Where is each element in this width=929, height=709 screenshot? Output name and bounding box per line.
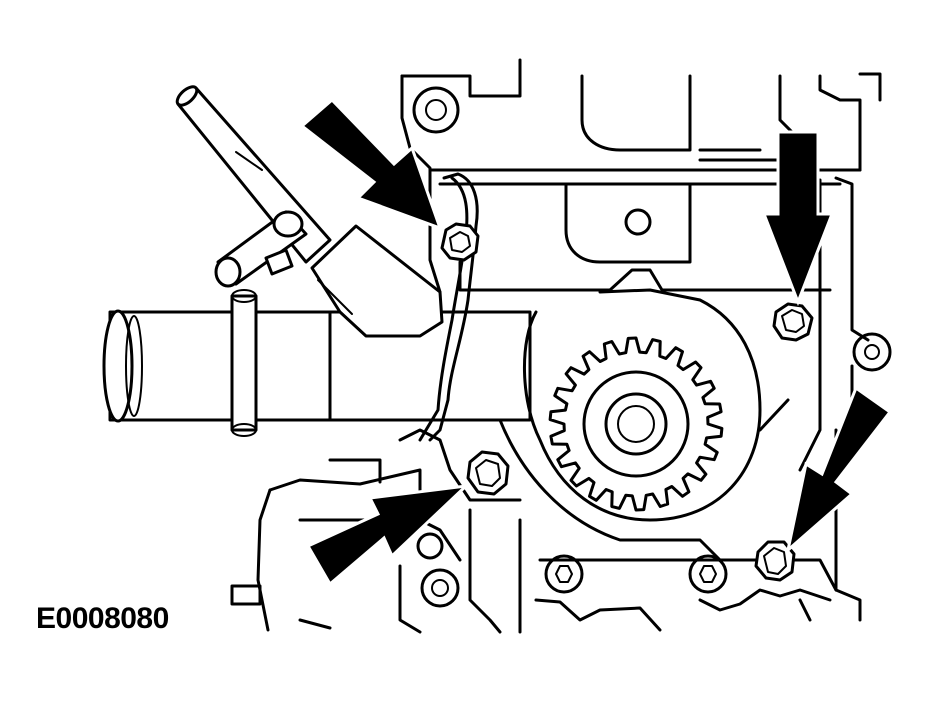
gear-hub-outer xyxy=(582,370,690,478)
callout-arrow-upper-left xyxy=(299,97,443,231)
gear-hub xyxy=(604,392,668,456)
housing-bolt-upper-right xyxy=(772,302,814,342)
callout-arrow-lower-center xyxy=(305,483,471,587)
lower-flange xyxy=(398,428,838,634)
gasket-line xyxy=(418,172,479,442)
housing-bolt-lower-center xyxy=(466,450,510,496)
bleed-pipe xyxy=(175,85,332,288)
drive-gear xyxy=(548,336,724,512)
gear-teeth xyxy=(548,336,724,512)
callout-arrow-upper-right xyxy=(761,130,835,307)
housing-bolt-upper-left xyxy=(440,222,480,262)
housing-bolt-lower-right xyxy=(754,540,796,582)
callout-arrow-lower-right xyxy=(785,385,893,555)
gear-bore xyxy=(617,405,655,443)
figure-code-label: E0008080 xyxy=(36,602,169,635)
thermostat-housing xyxy=(310,224,444,338)
pump-housing xyxy=(498,288,762,562)
